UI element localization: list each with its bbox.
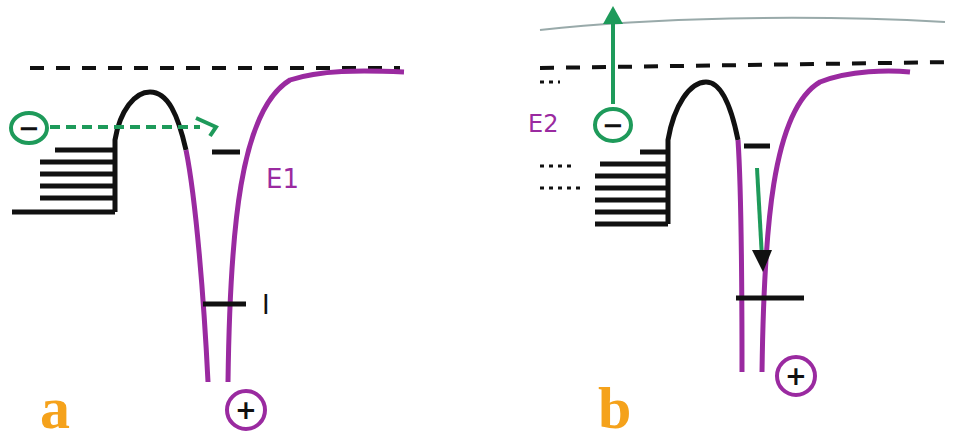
guide-curve (540, 18, 945, 30)
charge-sign: + (774, 354, 818, 398)
level-e1 (744, 144, 770, 149)
level-i (203, 302, 246, 307)
panel-letter: b (598, 378, 631, 438)
metal-levels (12, 150, 115, 212)
electron-circle: − (8, 110, 50, 146)
energy-label: E2 (528, 112, 558, 136)
level-label: I (262, 292, 270, 318)
well-right (762, 71, 910, 372)
vacuum-level (540, 62, 955, 68)
well-right (228, 71, 404, 382)
arrow-head (752, 250, 772, 272)
ion-circle: + (774, 354, 818, 398)
electron-circle: − (592, 106, 634, 144)
charge-sign: − (592, 106, 634, 144)
well-left (186, 150, 208, 382)
emission-arrow (611, 18, 615, 104)
tunnel-arrow (50, 125, 200, 129)
level-e1 (212, 150, 240, 155)
energy-label: E1 (266, 166, 299, 192)
metal-levels (595, 152, 668, 224)
decay-arrow (757, 168, 762, 258)
level-i (736, 296, 804, 301)
charge-sign: + (224, 388, 268, 432)
arrow-head (603, 6, 623, 24)
ion-circle: + (224, 388, 268, 432)
panel-letter: a (40, 378, 70, 438)
barrier-curve (668, 82, 738, 224)
arrow-head (196, 118, 216, 136)
well-left (738, 140, 742, 372)
barrier-curve (115, 92, 186, 212)
charge-sign: − (8, 110, 50, 146)
